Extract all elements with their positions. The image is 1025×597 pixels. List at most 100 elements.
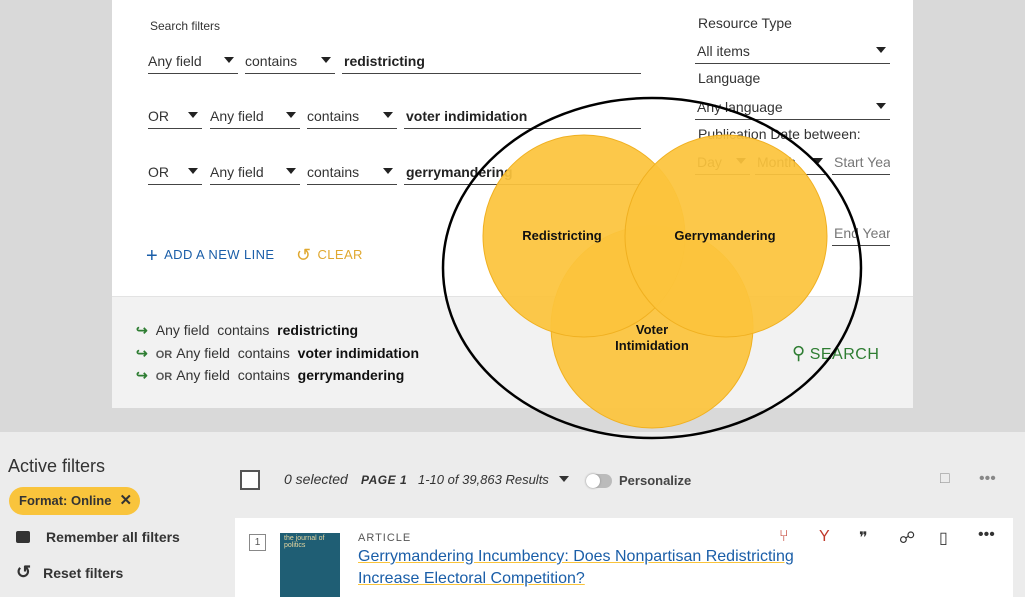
chevron-down-icon	[286, 112, 296, 118]
chip-label: Format: Online	[19, 493, 112, 508]
language-value: Any language	[697, 99, 783, 115]
more-options-icon[interactable]: •••	[978, 526, 995, 543]
results-count-label: 1-10 of 39,863 Results	[418, 472, 549, 487]
query-input-1[interactable]: redistricting	[342, 52, 641, 74]
resource-type-value: All items	[697, 43, 750, 59]
operator-select-2[interactable]: OR	[148, 107, 202, 129]
field-select-3-value: Any field	[210, 164, 264, 180]
personalize-label: Personalize	[619, 473, 692, 488]
summary-line-1: ↪Any field contains redistricting	[136, 322, 358, 339]
query-input-2[interactable]: voter indimidation	[404, 107, 641, 129]
plus-icon: +	[146, 245, 159, 267]
results-count[interactable]: 1-10 of 39,863 Results	[418, 472, 569, 487]
summary-value: gerrymandering	[297, 367, 405, 383]
reset-label: Reset filters	[43, 565, 124, 581]
remember-filters-button[interactable]: Remember all filters	[16, 529, 180, 545]
end-year-input[interactable]: End Year	[832, 224, 890, 246]
condition-select-1-value: contains	[245, 53, 298, 69]
language-select[interactable]: Any language	[695, 98, 890, 120]
add-line-button[interactable]: +ADD A NEW LINE	[146, 245, 274, 268]
citation-trail-icon[interactable]: ⑂	[779, 528, 789, 545]
search-filters-heading: Search filters	[150, 19, 221, 33]
operator-select-3[interactable]: OR	[148, 163, 202, 185]
chevron-down-icon	[188, 168, 198, 174]
remember-label: Remember all filters	[46, 529, 180, 545]
summary-field: Any field	[155, 322, 210, 338]
chevron-down-icon	[321, 57, 331, 63]
personalize-toggle[interactable]	[586, 474, 612, 488]
summary-op: OR	[155, 349, 173, 361]
condition-select-2[interactable]: contains	[307, 107, 397, 129]
toggle-knob	[586, 474, 600, 488]
lock-icon	[16, 531, 30, 543]
summary-cond: contains	[237, 345, 290, 361]
operator-select-3-value: OR	[148, 164, 169, 180]
end-year-placeholder: End Year	[834, 225, 890, 241]
condition-select-3[interactable]: contains	[307, 163, 397, 185]
cover-thumbnail[interactable]: the journal of politics	[280, 533, 340, 597]
bookmark-icon[interactable]: ▯	[939, 530, 948, 547]
field-select-2-value: Any field	[210, 108, 264, 124]
search-icon: ⚲	[792, 343, 806, 363]
resource-type-label: Resource Type	[698, 15, 792, 31]
arrow-right-icon: ↪	[136, 345, 148, 361]
field-select-2[interactable]: Any field	[210, 107, 300, 129]
select-all-checkbox[interactable]	[240, 470, 260, 490]
summary-op: OR	[155, 371, 173, 383]
field-select-3[interactable]: Any field	[210, 163, 300, 185]
chevron-down-icon	[383, 112, 393, 118]
selected-count: 0 selected	[284, 471, 348, 487]
day-select[interactable]: Day	[695, 153, 750, 175]
operator-select-2-value: OR	[148, 108, 169, 124]
chevron-down-icon	[876, 103, 886, 109]
clear-button[interactable]: ↺ CLEAR	[296, 245, 363, 266]
cited-by-icon[interactable]: Y	[819, 528, 830, 545]
chevron-down-icon	[188, 112, 198, 118]
result-title-line-1: Gerrymandering Incumbency: Does Nonparti…	[358, 548, 794, 565]
clear-label: CLEAR	[317, 247, 363, 262]
summary-cond: contains	[237, 367, 290, 383]
result-item: 1 the journal of politics ARTICLE Gerrym…	[235, 518, 1013, 597]
link-icon[interactable]: ☍	[899, 530, 916, 547]
search-button[interactable]: ⚲SEARCH	[792, 343, 879, 364]
resource-type-select[interactable]: All items	[695, 42, 890, 64]
chevron-down-icon	[813, 158, 823, 164]
language-label: Language	[698, 70, 761, 86]
active-filters-title: Active filters	[8, 456, 106, 476]
field-select-1[interactable]: Any field	[148, 52, 238, 74]
summary-value: voter indimidation	[297, 345, 419, 361]
summary-cond: contains	[217, 322, 270, 338]
arrow-right-icon: ↪	[136, 367, 148, 383]
undo-icon: ↺	[296, 245, 312, 265]
reset-filters-button[interactable]: ↺ Reset filters	[16, 562, 123, 583]
chevron-down-icon	[558, 476, 569, 482]
search-label: SEARCH	[809, 346, 880, 363]
result-number[interactable]: 1	[249, 534, 266, 551]
close-icon[interactable]: ✕	[119, 492, 133, 509]
result-title-link[interactable]: Gerrymandering Incumbency: Does Nonparti…	[358, 546, 794, 590]
page-indicator: PAGE 1	[361, 473, 408, 487]
summary-field: Any field	[176, 367, 230, 383]
summary-value: redistricting	[277, 322, 359, 338]
summary-field: Any field	[176, 345, 230, 361]
start-year-input[interactable]: Start Yea	[832, 153, 890, 175]
quote-icon[interactable]: ❞	[859, 530, 868, 547]
chevron-down-icon	[736, 158, 746, 164]
advanced-search-panel: Search filters Any field contains redist…	[112, 0, 913, 408]
pub-date-label: Publication Date between:	[698, 126, 861, 142]
result-title-line-2: Increase Electoral Competition?	[358, 570, 585, 587]
cover-text: the journal of politics	[284, 535, 325, 549]
chevron-down-icon	[286, 168, 296, 174]
month-select[interactable]: Month	[755, 153, 827, 175]
format-filter-chip[interactable]: Format: Online ✕	[9, 487, 141, 515]
reset-icon: ↺	[16, 562, 32, 582]
bookmark-icon[interactable]: □	[940, 470, 950, 487]
day-value: Day	[697, 154, 722, 170]
month-value: Month	[757, 154, 796, 170]
more-options-icon[interactable]: •••	[979, 470, 996, 487]
item-type: ARTICLE	[358, 532, 412, 544]
condition-select-3-value: contains	[307, 164, 360, 180]
query-input-3[interactable]: gerrymandering	[404, 163, 641, 185]
condition-select-1[interactable]: contains	[245, 52, 335, 74]
